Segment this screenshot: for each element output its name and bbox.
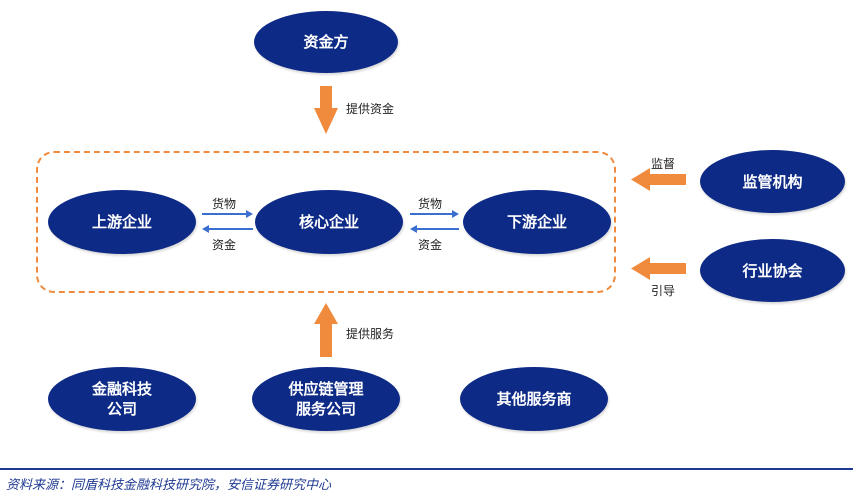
left-funds-arrow bbox=[202, 225, 253, 233]
left-goods-label: 货物 bbox=[212, 197, 237, 211]
upstream-label: 上游企业 bbox=[91, 213, 152, 231]
left-funds-label: 资金 bbox=[212, 238, 237, 252]
scm-label-line1: 供应链管理 bbox=[288, 380, 364, 398]
right-goods-arrow bbox=[410, 210, 459, 218]
left-goods-arrow bbox=[202, 210, 253, 218]
regulator-node: 监管机构 bbox=[700, 150, 845, 213]
provide-services-arrow bbox=[314, 303, 338, 357]
right-goods-label: 货物 bbox=[418, 197, 443, 211]
core-label: 核心企业 bbox=[298, 213, 359, 231]
footer-divider bbox=[0, 468, 853, 470]
downstream-label: 下游企业 bbox=[506, 213, 567, 231]
fintech-label-line1: 金融科技 bbox=[91, 380, 152, 398]
association-label: 行业协会 bbox=[742, 261, 803, 280]
supply-chain-container bbox=[36, 151, 616, 293]
guide-label: 引导 bbox=[651, 284, 676, 298]
supervise-arrow bbox=[631, 168, 686, 191]
fintech-node: 金融科技 公司 bbox=[48, 367, 196, 431]
source-note: 资料来源：同盾科技金融科技研究院，安信证券研究中心 bbox=[6, 478, 332, 493]
association-node: 行业协会 bbox=[700, 239, 845, 302]
provide-services-label: 提供服务 bbox=[346, 327, 395, 341]
upstream-node: 上游企业 bbox=[48, 190, 196, 254]
right-funds-label: 资金 bbox=[418, 238, 443, 252]
guide-arrow bbox=[631, 257, 686, 280]
funder-label: 资金方 bbox=[303, 33, 349, 51]
other-node: 其他服务商 bbox=[460, 367, 608, 431]
scm-node: 供应链管理 服务公司 bbox=[252, 367, 400, 431]
core-node: 核心企业 bbox=[255, 190, 403, 254]
other-label: 其他服务商 bbox=[496, 390, 572, 408]
funder-node: 资金方 bbox=[254, 11, 398, 73]
provide-funds-arrow bbox=[314, 86, 338, 134]
right-funds-arrow bbox=[410, 225, 459, 233]
scm-label-line2: 服务公司 bbox=[295, 400, 356, 418]
provide-funds-label: 提供资金 bbox=[346, 102, 395, 116]
fintech-label-line2: 公司 bbox=[106, 400, 137, 418]
regulator-label: 监管机构 bbox=[742, 172, 803, 191]
downstream-node: 下游企业 bbox=[463, 190, 611, 254]
supervise-label: 监督 bbox=[651, 157, 676, 171]
